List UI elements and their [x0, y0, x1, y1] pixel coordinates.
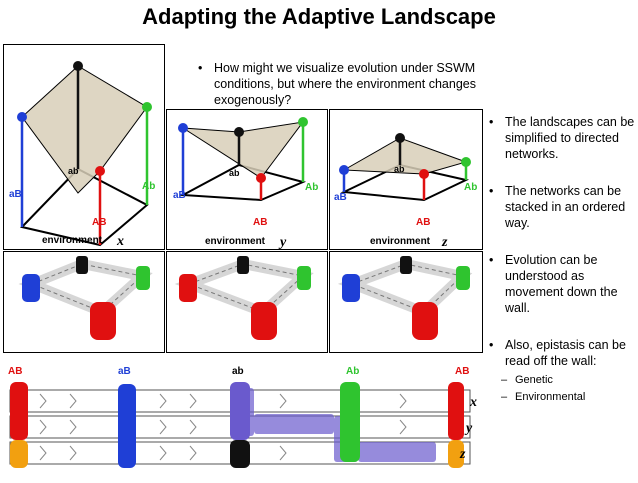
label-aB: aB [9, 189, 22, 200]
pillar-Ab [340, 382, 360, 462]
label-ab: ab [394, 164, 405, 174]
network-panel-y [166, 251, 328, 353]
label-AB: AB [253, 217, 267, 228]
pillar-aB [118, 384, 136, 468]
env-symbol-z: z [441, 235, 448, 249]
right-bullets: •The landscapes can be simplified to dir… [483, 114, 638, 406]
node-ab [73, 61, 83, 71]
env-label: environment [205, 236, 266, 247]
label-Ab: Ab [305, 182, 318, 193]
intro-bullet-text: How might we visualize evolution under S… [214, 61, 476, 107]
label-ab: ab [68, 166, 79, 176]
label-ab: ab [229, 168, 240, 178]
node-AB [95, 166, 105, 176]
bullet-epistasis: •Also, epistasis can be read off the wal… [489, 338, 626, 368]
node-Ab [142, 102, 152, 112]
landscape-x-svg: ab aB Ab AB environment x [9, 61, 155, 249]
network-panel-z [329, 251, 483, 353]
stacked-wall-svg: AB aB ab Ab AB x y z [8, 366, 477, 468]
slide-title: Adapting the Adaptive Landscape [142, 4, 496, 29]
landscape-panel-z: ab aB Ab AB environment z [329, 109, 483, 250]
row-label-z: z [459, 447, 466, 462]
intro-bullet: •How might we visualize evolution under … [198, 61, 476, 107]
wall-label-Ab: Ab [346, 366, 359, 377]
env-symbol-x: x [116, 234, 124, 249]
label-AB: AB [416, 217, 430, 228]
network-y-svg [174, 256, 314, 340]
wall-label-AB-left: AB [8, 366, 22, 377]
label-Ab: Ab [142, 181, 155, 192]
sub-bullet-genetic: –Genetic [501, 374, 553, 386]
landscape-panel-y: ab aB Ab AB environment y [166, 109, 328, 250]
label-aB: aB [173, 190, 186, 201]
wall-label-ab: ab [232, 366, 244, 377]
bullet-movement: •Evolution can be understood as movement… [489, 253, 618, 315]
node-aB [17, 112, 27, 122]
landscape-z-svg: ab aB Ab AB environment z [334, 133, 477, 250]
network-z-svg [337, 256, 473, 340]
network-panel-x [3, 251, 165, 353]
row-label-y: y [464, 421, 473, 436]
network-x-svg [18, 256, 153, 340]
env-label: environment [42, 235, 103, 246]
env-label: environment [370, 236, 431, 247]
wall-label-aB: aB [118, 366, 131, 377]
pillar-AB-right [448, 382, 464, 440]
wall-label-AB-right: AB [455, 366, 469, 377]
bullet-stacked: •The networks can be stacked in an order… [489, 184, 626, 230]
label-aB: aB [334, 192, 347, 203]
sub-bullet-environmental: –Environmental [501, 391, 586, 403]
landscape-panel-x: ab aB Ab AB environment x [3, 44, 165, 250]
stacked-wall: AB aB ab Ab AB x y z [0, 360, 480, 478]
row-label-x: x [469, 395, 477, 410]
bullet-simplified: •The landscapes can be simplified to dir… [489, 115, 635, 161]
landscape-y-svg: ab aB Ab AB environment y [173, 117, 318, 250]
label-AB: AB [92, 217, 106, 228]
env-symbol-y: y [278, 235, 287, 249]
label-Ab: Ab [464, 182, 477, 193]
pillar-AB-left [10, 382, 28, 440]
pillar-ab [230, 382, 250, 440]
